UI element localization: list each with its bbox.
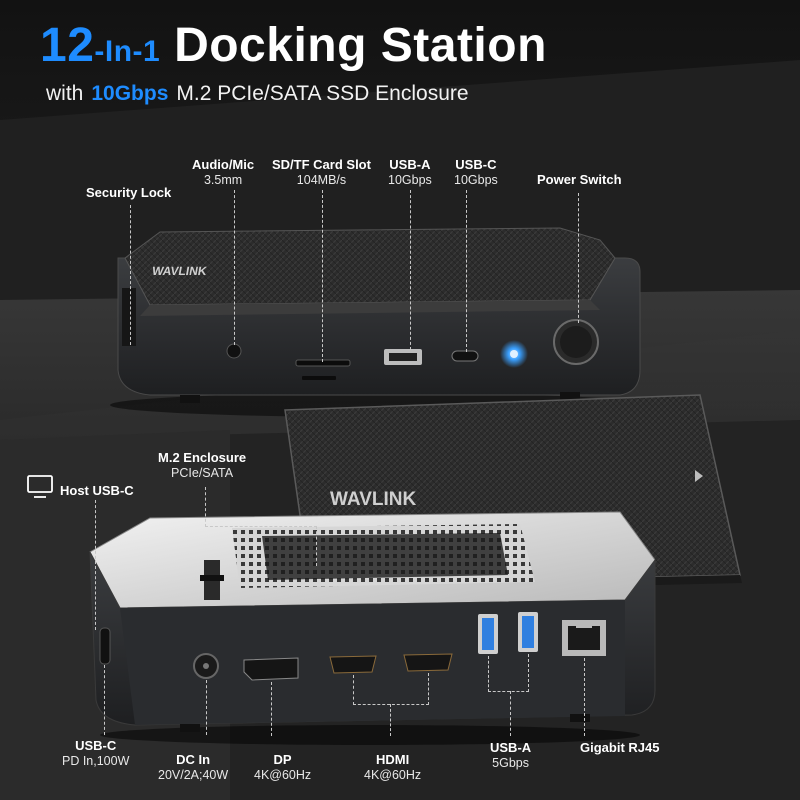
label-hdmi: HDMI 4K@60Hz bbox=[364, 752, 422, 783]
lid-logo: WAVLINK bbox=[330, 489, 416, 510]
leader-hdmi-d bbox=[390, 704, 391, 736]
leader-security-lock bbox=[130, 205, 131, 345]
leader-hdmi-a bbox=[353, 675, 354, 705]
leader-usb-a-rear-c bbox=[488, 691, 529, 692]
title-number: 12 bbox=[40, 19, 95, 72]
leader-usb-c-front bbox=[466, 190, 467, 352]
leader-dp bbox=[271, 682, 272, 736]
monitor-icon bbox=[27, 475, 53, 498]
subtitle-post: M.2 PCIe/SATA SSD Enclosure bbox=[176, 82, 469, 105]
subtitle-pre: with bbox=[46, 82, 84, 105]
label-dc-in: DC In 20V/2A;40W bbox=[158, 752, 229, 783]
subtitle-highlight: 10Gbps bbox=[91, 82, 169, 105]
label-security-lock: Security Lock bbox=[86, 185, 172, 200]
leader-power-switch bbox=[578, 193, 579, 323]
leader-usb-a-rear-b bbox=[528, 654, 529, 692]
label-dp: DP 4K@60Hz bbox=[254, 752, 312, 783]
front-logo: WAVLINK bbox=[151, 264, 208, 278]
leader-host-usb-c bbox=[95, 500, 96, 630]
leader-usb-a-front bbox=[410, 190, 411, 350]
label-power-switch: Power Switch bbox=[537, 172, 622, 187]
title-mid: -In-1 bbox=[94, 35, 161, 68]
rear-dock bbox=[89, 511, 656, 745]
label-rj45: Gigabit RJ45 bbox=[580, 740, 660, 755]
page-title: 12-In-1 Docking Station bbox=[40, 18, 547, 73]
label-usb-a-rear: USB-A 5Gbps bbox=[490, 740, 532, 771]
leader-hdmi-b bbox=[428, 673, 429, 705]
label-host-usb-c: Host USB-C bbox=[60, 483, 134, 498]
leader-usb-a-rear-d bbox=[510, 691, 511, 736]
label-audio-mic: Audio/Mic 3.5mm bbox=[192, 157, 255, 188]
label-sd-tf: SD/TF Card Slot 104MB/s bbox=[272, 157, 371, 188]
label-usb-c-front: USB-C 10Gbps bbox=[454, 157, 498, 188]
leader-hdmi-c bbox=[353, 704, 429, 705]
leader-enclosure-a bbox=[205, 487, 206, 527]
leader-dc-in bbox=[206, 680, 207, 735]
label-usb-a-front: USB-A 10Gbps bbox=[388, 157, 432, 188]
title-rest: Docking Station bbox=[174, 19, 547, 72]
leader-enclosure-b bbox=[205, 526, 317, 527]
page-subtitle: with 10Gbps M.2 PCIe/SATA SSD Enclosure bbox=[46, 82, 469, 106]
leader-audio-mic bbox=[234, 190, 235, 345]
label-m2-enclosure: M.2 Enclosure PCIe/SATA bbox=[158, 450, 247, 481]
leader-rj45 bbox=[584, 658, 585, 736]
leader-enclosure-c bbox=[316, 526, 317, 566]
front-dock: WAVLINK bbox=[110, 227, 650, 417]
leader-sd-tf bbox=[322, 190, 323, 362]
leader-usb-c-pd bbox=[104, 665, 105, 735]
label-usb-c-pd: USB-C PD In,100W bbox=[62, 738, 130, 769]
leader-usb-a-rear-a bbox=[488, 656, 489, 692]
